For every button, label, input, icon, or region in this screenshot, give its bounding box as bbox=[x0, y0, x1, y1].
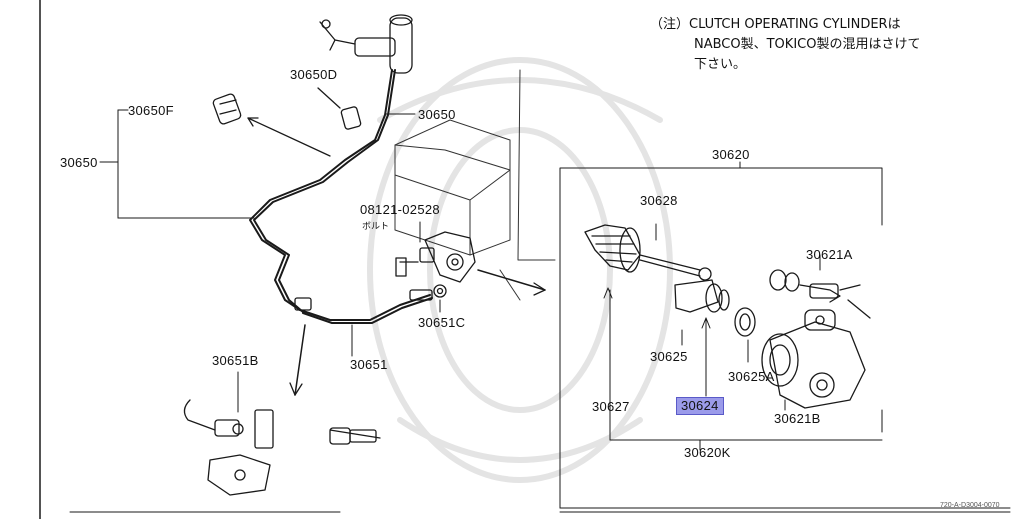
label-30627[interactable]: 30627 bbox=[592, 399, 630, 414]
arrow-to-cylinder bbox=[477, 269, 546, 291]
master-cylinder-drawing bbox=[319, 14, 413, 74]
note-line-1: （注）CLUTCH OPERATING CYLINDERは bbox=[650, 17, 901, 32]
label-30621A[interactable]: 30621A bbox=[806, 247, 853, 262]
label-30621B[interactable]: 30621B bbox=[774, 411, 821, 426]
label-30650-top[interactable]: 30650 bbox=[418, 107, 456, 122]
label-30651B[interactable]: 30651B bbox=[212, 353, 259, 368]
boot-drawing bbox=[584, 224, 712, 281]
hose-fittings bbox=[294, 284, 447, 311]
label-30628[interactable]: 30628 bbox=[640, 193, 678, 208]
label-bolt: ボルト bbox=[362, 221, 390, 231]
note-line-3: 下さい。 bbox=[694, 57, 747, 72]
bleeder-drawing bbox=[769, 269, 871, 319]
label-30624-highlighted[interactable]: 30624 bbox=[676, 397, 724, 415]
clutch-pipe bbox=[249, 69, 433, 324]
note-line-2: NABCO製、TOKICO製の混用はさけて bbox=[694, 37, 921, 52]
label-30650F[interactable]: 30650F bbox=[128, 103, 174, 118]
label-30620[interactable]: 30620 bbox=[712, 147, 750, 162]
label-30625[interactable]: 30625 bbox=[650, 349, 688, 364]
arrow-down bbox=[294, 324, 306, 396]
assembly-leaders bbox=[609, 223, 883, 451]
seal-drawing bbox=[734, 307, 756, 337]
figure-code: 720-A-D3004-0070 bbox=[940, 502, 1000, 509]
label-30651[interactable]: 30651 bbox=[350, 357, 388, 372]
clip-30650F-drawing bbox=[212, 93, 242, 125]
arrow-30650F bbox=[247, 117, 331, 157]
piston-drawing bbox=[674, 279, 730, 313]
label-30620K[interactable]: 30620K bbox=[684, 445, 731, 460]
leader-lines bbox=[99, 109, 441, 413]
label-30650-left[interactable]: 30650 bbox=[60, 155, 98, 170]
cylinder-body-drawing bbox=[761, 309, 866, 409]
label-08121-02528[interactable]: 08121-02528 bbox=[360, 202, 440, 217]
label-30651C[interactable]: 30651C bbox=[418, 315, 466, 330]
bracket-drawing bbox=[395, 231, 476, 283]
clip-30650D-drawing bbox=[340, 106, 362, 130]
label-30650D[interactable]: 30650D bbox=[290, 67, 338, 82]
lower-parts-drawing bbox=[183, 399, 381, 496]
body-panel bbox=[394, 69, 556, 301]
label-30625A[interactable]: 30625A bbox=[728, 369, 775, 384]
detail-box bbox=[559, 161, 1011, 509]
